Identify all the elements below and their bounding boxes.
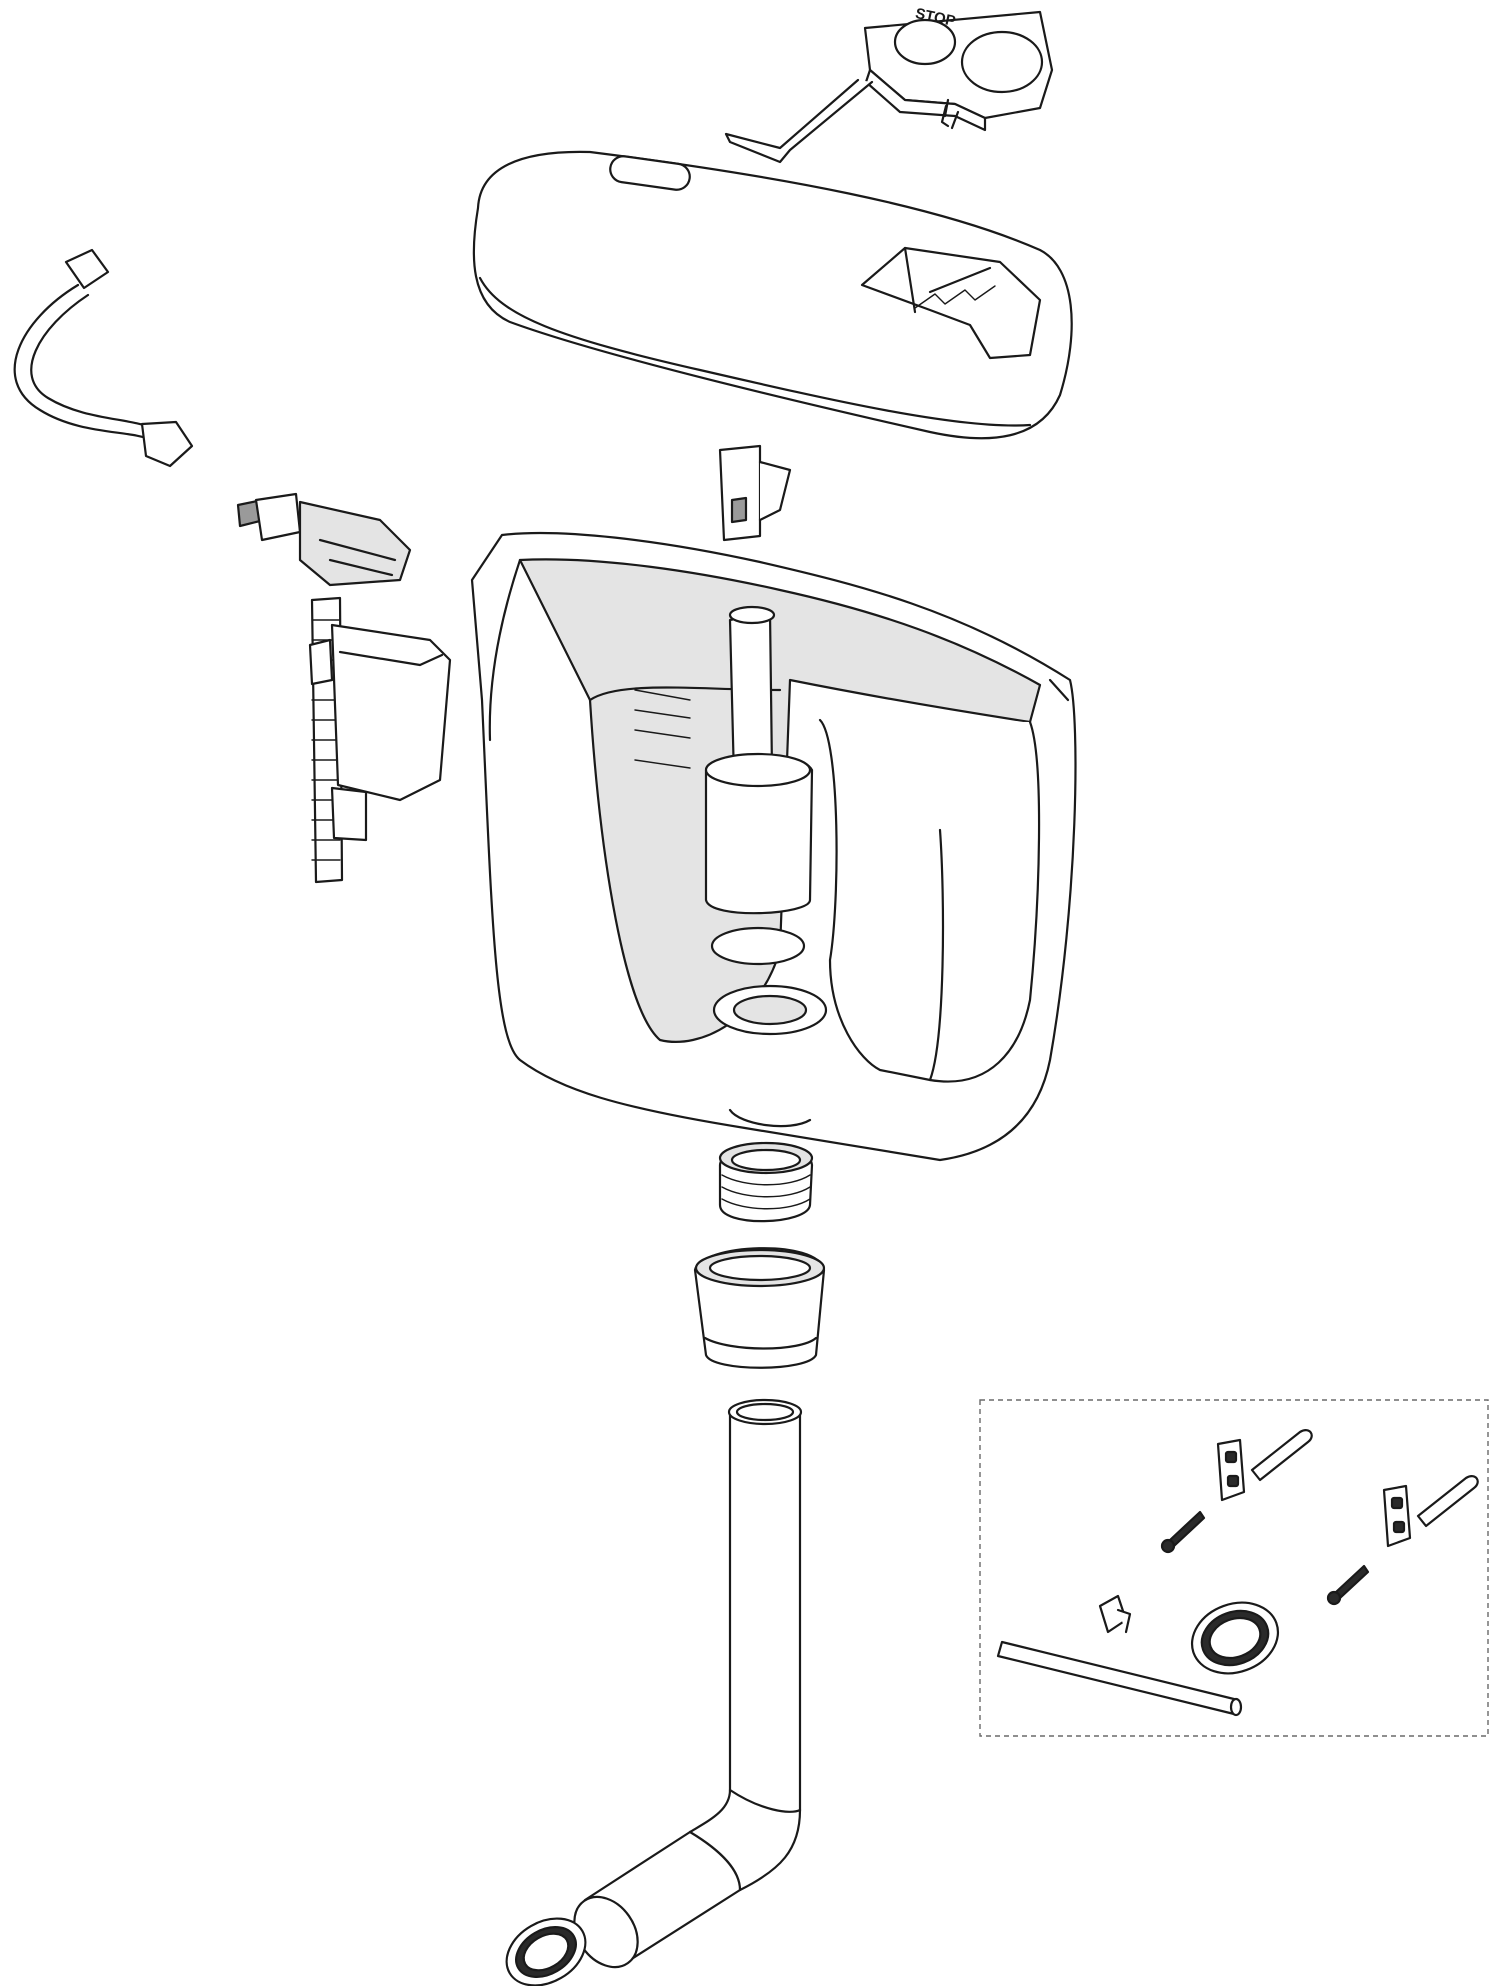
fixing-kit — [979, 1399, 1489, 1737]
small-clip — [1098, 1594, 1132, 1634]
overflow-clip — [718, 444, 792, 542]
cistern-tank — [470, 531, 1077, 1162]
fill-valve — [236, 492, 452, 884]
connecting-rod — [996, 1640, 1243, 1717]
wall-bracket-2 — [1382, 1484, 1412, 1548]
outlet-connector-nut — [718, 1141, 814, 1223]
wall-plug-1 — [1250, 1429, 1313, 1482]
cistern-lid — [472, 150, 1073, 440]
wall-plug-2 — [1416, 1475, 1479, 1528]
wall-bracket-1 — [1216, 1438, 1246, 1502]
rubber-cone-seal — [693, 1247, 826, 1369]
flush-bend-pipe — [573, 1398, 803, 1969]
push-button-plate: STOP — [724, 5, 1054, 164]
flexible-hose — [13, 248, 194, 468]
fixing-kit-frame — [979, 1399, 1489, 1737]
screw-2 — [1326, 1564, 1370, 1606]
screw-1 — [1160, 1510, 1206, 1554]
pipe-threaded-ring — [505, 1917, 587, 1986]
threaded-ring-spare — [1190, 1601, 1280, 1675]
